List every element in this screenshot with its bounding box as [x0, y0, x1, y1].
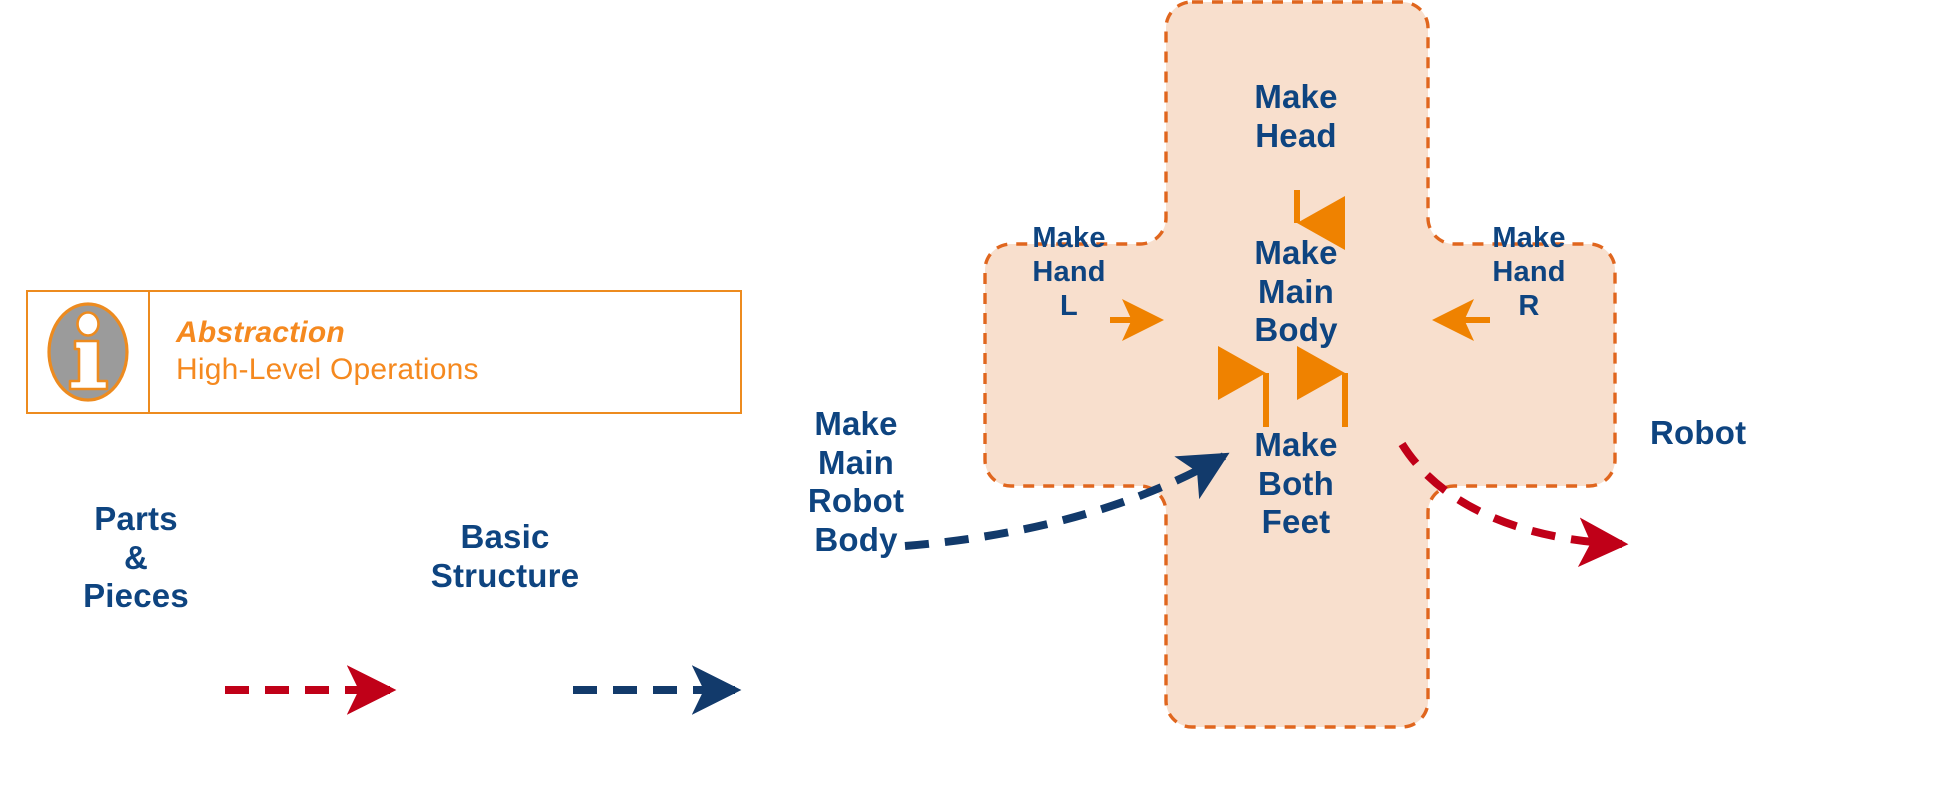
node-make-hand-l: Make Hand L	[1032, 222, 1106, 322]
node-parts-and-pieces: Parts & Pieces	[83, 500, 189, 615]
legend-icon-cell	[28, 292, 150, 412]
arrow-main-robot-body-to-region	[904, 452, 1230, 550]
node-basic-structure: Basic Structure	[430, 518, 580, 594]
node-robot: Robot	[1650, 414, 1747, 451]
node-make-both-feet: Make Both Feet	[1254, 426, 1338, 541]
info-icon	[47, 302, 129, 402]
legend-abstraction: Abstraction High-Level Operations	[26, 290, 742, 414]
legend-subtitle: High-Level Operations	[176, 352, 479, 386]
arrow-region-to-robot	[1398, 441, 1629, 568]
node-make-main-robot-body: Make Main Robot Body	[807, 405, 905, 558]
legend-text-cell: Abstraction High-Level Operations	[150, 292, 740, 412]
node-make-hand-r: Make Hand R	[1492, 222, 1566, 322]
node-make-main-body: Make Main Body	[1254, 234, 1338, 349]
node-make-head: Make Head	[1254, 78, 1338, 154]
legend-title: Abstraction	[176, 316, 345, 349]
